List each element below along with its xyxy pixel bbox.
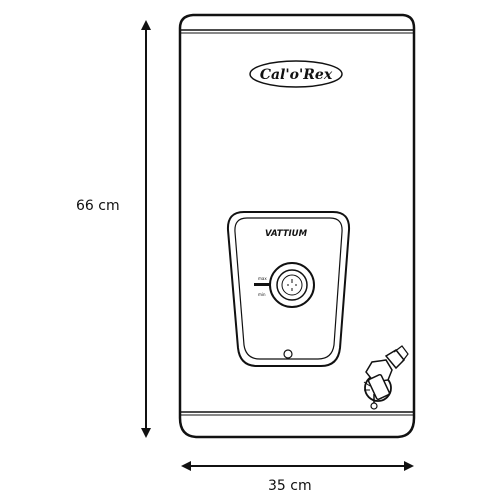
control-panel: VATTIUM max min xyxy=(226,211,351,367)
safety-valve xyxy=(363,345,409,410)
brand-logo-text: Cal'o'Rex xyxy=(260,67,333,83)
model-name: VATTIUM xyxy=(265,229,308,239)
dial-min-label: min xyxy=(258,292,266,297)
dial-indicator-bar xyxy=(254,283,270,286)
dial-max-label: max xyxy=(258,276,267,281)
thermostat-dial[interactable] xyxy=(269,262,315,308)
indicator-lamp xyxy=(283,349,293,359)
height-dimension-label: 66 cm xyxy=(76,198,120,214)
brand-logo: Cal'o'Rex xyxy=(249,60,343,88)
width-dimension-label: 35 cm xyxy=(268,478,312,494)
